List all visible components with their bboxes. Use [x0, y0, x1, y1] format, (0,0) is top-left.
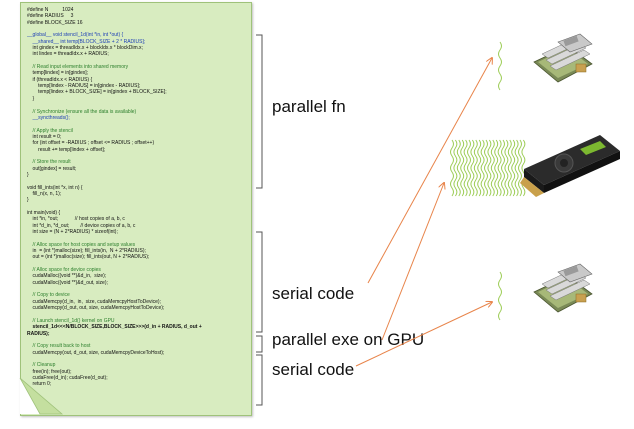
code-line: cudaMalloc((void **)&d_in, size); [27, 273, 107, 280]
code-line: temp[lindex - RADIUS] = in[gindex - RADI… [27, 83, 141, 90]
code-line: // Synchronize (ensure all the data is a… [27, 108, 137, 115]
gpu-thread-wave [490, 139, 495, 197]
thread-waves [450, 41, 526, 321]
gpu-thread-wave [480, 139, 485, 197]
code-line: cudaFree(d_in); cudaFree(d_out); [27, 374, 108, 381]
code-text: #define N 1024#define RADIUS 3#define BL… [27, 7, 247, 411]
gpu-thread-wave [507, 139, 512, 197]
gpu-thread-wave [504, 139, 509, 197]
code-line: int *in, *out; // host copies of a, b, c [27, 216, 125, 223]
bracket-serial-code-1 [256, 231, 263, 333]
code-line: temp[lindex + BLOCK_SIZE] = in[gindex + … [27, 89, 167, 96]
gpu-thread-wave [470, 139, 475, 197]
code-line: __syncthreads(); [27, 114, 70, 121]
gpu-thread-wave [453, 139, 458, 197]
wave-cpu-top [498, 41, 502, 91]
label-serial-code-1: serial code [272, 284, 355, 303]
brackets [256, 34, 263, 406]
code-line: int size = (N + 2*RADIUS) * sizeof(int); [27, 229, 118, 236]
arrow-to-cpu-bottom [355, 302, 492, 367]
code-line: } [27, 197, 29, 204]
label-parallel-exe: parallel exe on GPU [272, 330, 425, 349]
wave-cpu-bottom [498, 271, 502, 321]
code-line: out = (int *)malloc(size); fill_ints(out… [27, 254, 150, 261]
gpu-thread-wave [521, 139, 526, 197]
page-fold-flap [19, 377, 64, 415]
code-line: result += temp[lindex + offset]; [27, 146, 106, 153]
code-line: #define RADIUS 3 [27, 13, 74, 20]
code-listing: #define N 1024#define RADIUS 3#define BL… [20, 2, 252, 416]
code-line: stencil_1d<<<N/BLOCK_SIZE,BLOCK_SIZE>>>(… [27, 324, 202, 331]
code-line: if (threadIdx.x < RADIUS) { [27, 76, 93, 83]
gpu-thread-wave [477, 139, 482, 197]
gpu-thread-wave [494, 139, 499, 197]
code-line: // Read input elements into shared memor… [27, 64, 129, 71]
bracket-serial-code-2 [256, 354, 263, 406]
code-line: fill_n(x, n, 1); [27, 190, 62, 197]
code-line: RADIUS); [27, 330, 50, 337]
code-line: temp[lindex] = in[gindex]; [27, 70, 89, 77]
code-line: #define N 1024 [27, 7, 74, 13]
code-line: // Launch stencil_1d() kernel on GPU [27, 317, 115, 324]
code-line: // Cleanup [27, 362, 56, 369]
wave-gpu [450, 139, 526, 197]
gpu-thread-wave [450, 139, 454, 197]
code-line: int result = 0; [27, 133, 62, 140]
gpu-thread-wave [463, 139, 468, 197]
gpu-thread-wave [487, 139, 492, 197]
code-line: // Copy result back to host [27, 343, 91, 350]
code-line: // Alloc space for device copies [27, 267, 101, 274]
code-line: int lindex = threadIdx.x + RADIUS; [27, 51, 109, 58]
code-line: __shared__ int temp[BLOCK_SIZE + 2 * RAD… [27, 38, 146, 45]
code-line: free(in); free(out); [27, 368, 72, 375]
code-line: } [27, 171, 29, 178]
code-line: #define BLOCK_SIZE 16 [27, 19, 83, 26]
code-line: void fill_ints(int *x, int n) { [27, 184, 83, 191]
code-line: // Store the result [27, 159, 71, 166]
gpu-thread-wave [467, 139, 471, 197]
code-line: // Copy to device [27, 292, 70, 299]
cpu-bottom-icon [533, 263, 593, 313]
code-line: return 0; [27, 381, 52, 388]
code-line: cudaMemcpy(out, d_out, size, cudaMemcpyD… [27, 349, 165, 356]
code-line: for (int offset = -RADIUS ; offset <= RA… [27, 140, 155, 147]
code-line: in = (int *)malloc(size); fill_ints(in, … [27, 248, 146, 255]
code-line: cudaMemcpy(d_in, in, size, cudaMemcpyHos… [27, 298, 161, 305]
gpu-thread-wave [518, 139, 522, 197]
gpu-thread-wave [497, 139, 502, 197]
code-line: __global__ void stencil_1d(int *in, int … [27, 32, 124, 39]
gpu-thread-wave [484, 139, 488, 197]
code-line: // Apply the stencil [27, 127, 73, 134]
gpu-thread-wave [473, 139, 478, 197]
gpu-thread-wave [460, 139, 465, 197]
code-line: cudaMemcpy(d_out, out, size, cudaMemcpyH… [27, 305, 165, 312]
code-line: out[gindex] = result; [27, 165, 77, 172]
bracket-parallel-fn [256, 34, 263, 189]
gpu-thread-wave [501, 139, 505, 197]
gpu-thread-wave [456, 139, 461, 197]
code-line: int *d_in, *d_out; // device copies of a… [27, 222, 136, 229]
code-line: int main(void) { [27, 210, 61, 216]
cpu-top-icon [533, 33, 593, 83]
gpu-card-icon [520, 135, 620, 197]
label-parallel-fn: parallel fn [272, 97, 346, 116]
gpu-thread-wave [511, 139, 516, 197]
arrow-to-cpu-top [367, 58, 492, 284]
code-line: cudaMalloc((void **)&d_out, size); [27, 279, 108, 286]
gpu-thread-wave [514, 139, 519, 197]
label-serial-code-2: serial code [272, 360, 355, 379]
code-line: int gindex = threadIdx.x + blockIdx.x * … [27, 45, 143, 52]
arrow-to-gpu [381, 183, 444, 341]
code-line: // Alloc space for host copies and setup… [27, 241, 136, 248]
arrows [355, 58, 492, 367]
code-line: } [27, 95, 35, 102]
bracket-parallel-exe [256, 335, 263, 353]
